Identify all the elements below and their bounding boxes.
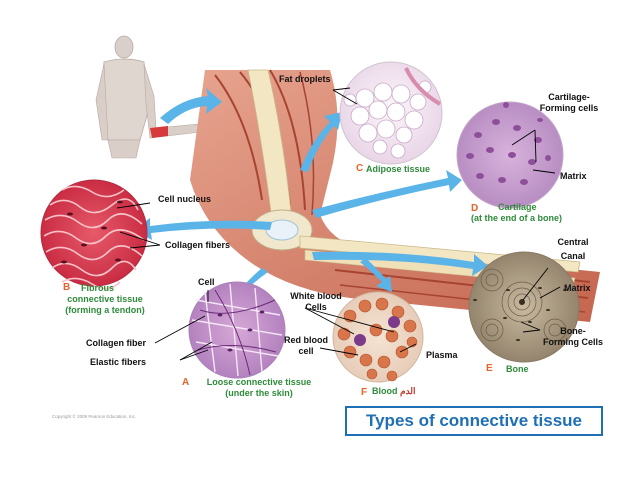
pointer-arrows: [134, 88, 488, 302]
label-bone: Bone: [506, 364, 529, 374]
label-loose-connective-tissue: Loose connective tissue(under the skin): [206, 377, 312, 398]
arrow-to-arm: [160, 88, 222, 124]
arrow-to-bone: [312, 251, 488, 276]
label-letter-b: B: [63, 282, 71, 293]
label-letter-a: A: [182, 377, 190, 388]
label-bone-forming-cells: Bone-Forming Cells: [542, 326, 603, 347]
tendon-micrograph: [40, 179, 148, 290]
leader-lines: [116, 87, 561, 361]
bone-micrograph: [468, 251, 580, 363]
label-collagen-fiber: Collagen fiber: [86, 338, 147, 348]
label-letter-f: F: [361, 387, 368, 398]
loose-connective-micrograph: [188, 281, 286, 379]
label-elastic-fibers: Elastic fibers: [90, 357, 147, 367]
label-cartilage-location: (at the end of a bone): [471, 213, 562, 223]
arrow-to-adipose: [300, 112, 342, 172]
label-fibrous-connective-tissue: connective tissue(forming a tendon): [65, 294, 145, 315]
copyright-notice: Copyright © 2009 Pearson Education, Inc.: [52, 414, 137, 419]
diagram-title: Types of connective tissue: [345, 406, 603, 436]
label-fat-droplets: Fat droplets: [279, 74, 331, 84]
label-letter-c: C: [356, 163, 364, 174]
human-figure: [95, 35, 201, 159]
label-matrix-bone: Matrix: [564, 283, 591, 293]
label-cell-nucleus: Cell nucleus: [158, 194, 212, 204]
label-cell: Cell: [198, 277, 215, 287]
label-letter-d: D: [471, 203, 479, 214]
blood-micrograph: [332, 291, 424, 383]
label-cartilage: Cartilage: [498, 202, 537, 212]
arrow-to-cartilage: [312, 170, 462, 218]
label-fibrous: Fibrous: [81, 283, 114, 293]
label-plasma: Plasma: [426, 350, 458, 360]
label-blood: Blood الدم: [372, 386, 416, 396]
arrow-to-blood: [360, 258, 392, 292]
label-matrix-cartilage: Matrix: [560, 171, 587, 181]
cartilage-micrograph: [456, 101, 564, 209]
label-blood-arabic: الدم: [400, 386, 416, 396]
label-cartilage-forming-cells: Cartilage-Forming cells: [539, 92, 599, 113]
label-letter-e: E: [486, 363, 493, 374]
adipose-tissue-micrograph: [339, 61, 443, 165]
arrow-to-tendon: [134, 218, 272, 240]
label-collagen-fibers: Collagen fibers: [165, 240, 231, 250]
label-adipose-tissue: Adipose tissue: [366, 164, 431, 174]
